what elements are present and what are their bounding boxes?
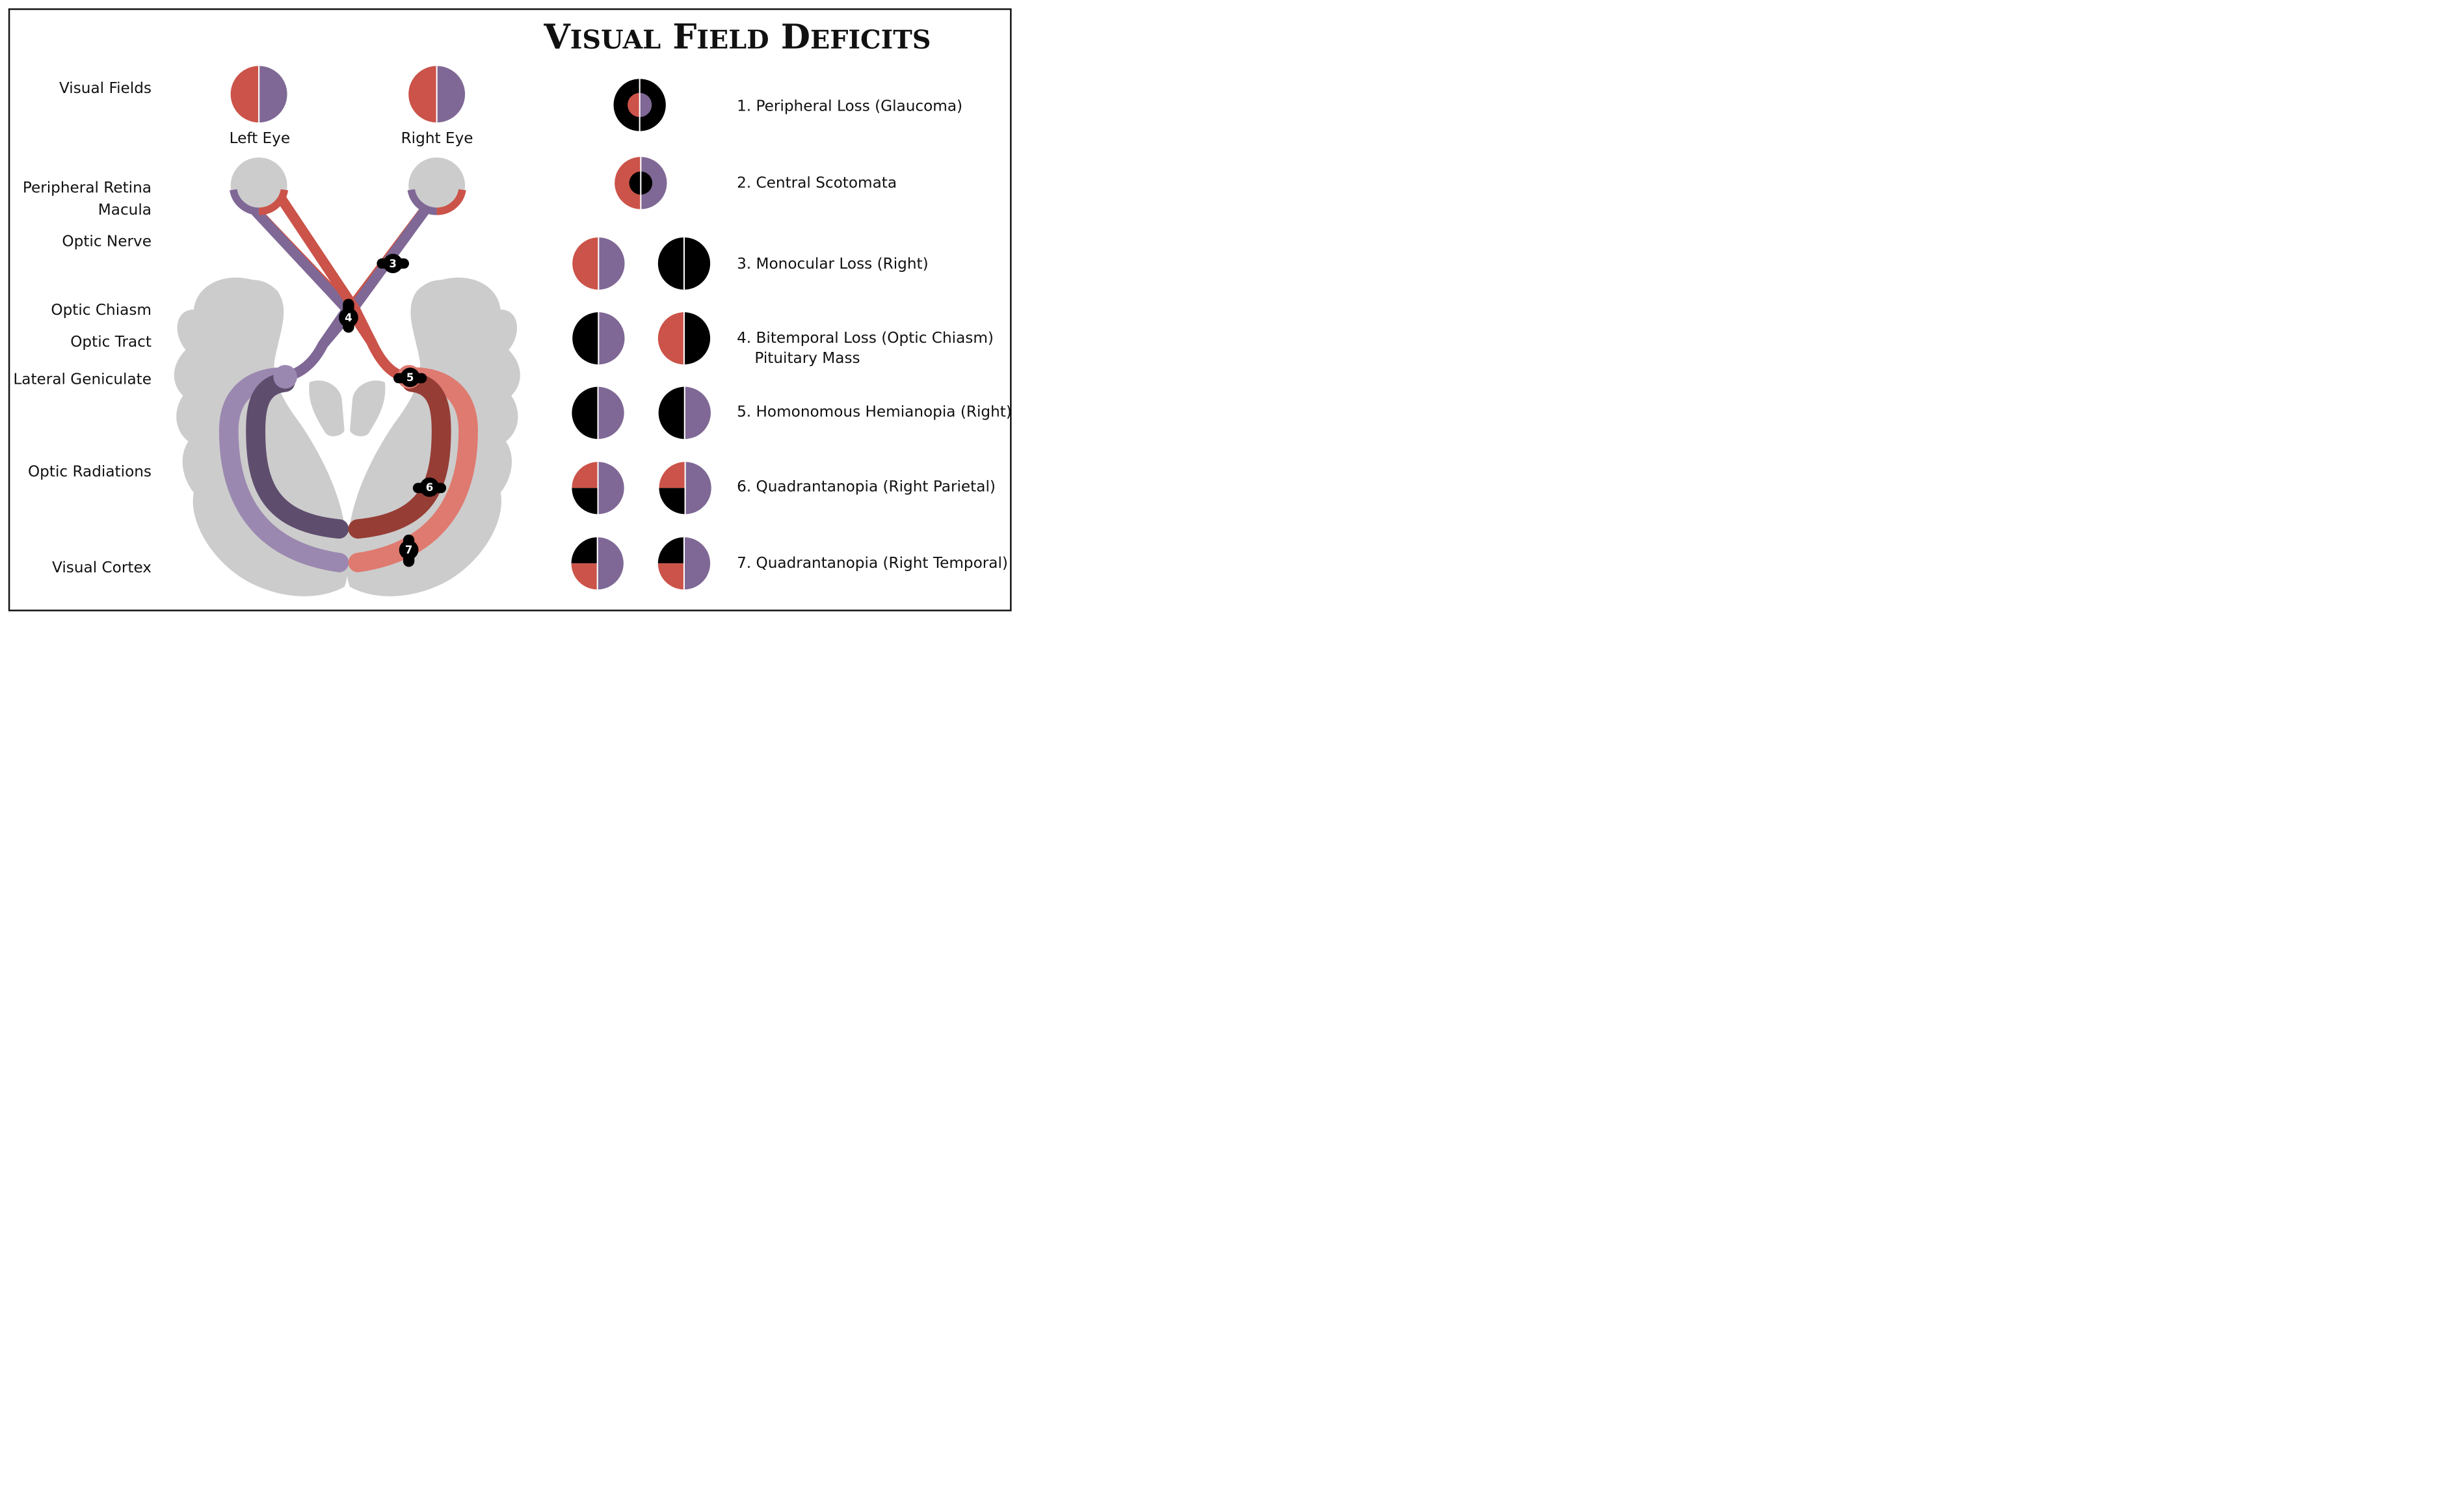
- deficit-5-right-field: [658, 386, 711, 439]
- deficit-4-left-field: [572, 312, 625, 365]
- deficit-6-left-field: [572, 462, 624, 514]
- deficit-7-label: 7. Quadrantanopia (Right Temporal): [737, 554, 1008, 572]
- label-optic-tract: Optic Tract: [70, 333, 152, 351]
- left-lateral-geniculate: [273, 365, 297, 389]
- label-macula: Macula: [98, 201, 152, 219]
- left-radiation-inner: [246, 372, 349, 539]
- label-right-eye: Right Eye: [401, 129, 473, 147]
- deficit-4-label: 4. Bitemporal Loss (Optic Chiasm): [737, 329, 994, 347]
- deficit-4-sublabel: Pituitary Mass: [754, 349, 860, 367]
- right-radiation-outer: [348, 367, 478, 572]
- deficit-5-left-field: [572, 386, 624, 439]
- right-retina: [407, 157, 466, 215]
- deficit-2-field: [615, 157, 667, 209]
- label-optic-radiations: Optic Radiations: [28, 462, 152, 480]
- diagram-stage: 3 4 5 6 7 Visual Fields Peripheral Retin…: [0, 0, 1020, 619]
- lesion-marker-5-label: 5: [406, 371, 414, 384]
- deficit-3-right-field: [657, 237, 711, 290]
- label-optic-chiasm: Optic Chiasm: [51, 301, 152, 319]
- lesion-marker-4: 4: [339, 299, 358, 333]
- lesion-marker-7-label: 7: [405, 544, 413, 556]
- deficit-7-left-field: [571, 537, 624, 590]
- lesion-marker-6: 6: [412, 477, 447, 497]
- deficit-2-label: 2. Central Scotomata: [737, 174, 897, 191]
- lesion-marker-6-label: 6: [426, 481, 434, 494]
- label-visual-cortex: Visual Cortex: [52, 559, 152, 576]
- label-left-eye: Left Eye: [230, 129, 291, 147]
- deficit-list: 1. Peripheral Loss (Glaucoma) 2. Central…: [571, 79, 1012, 590]
- lesion-marker-3-label: 3: [389, 258, 397, 270]
- lesion-marker-3: 3: [377, 254, 410, 274]
- deficit-5-label: 5. Homonomous Hemianopia (Right): [737, 403, 1012, 421]
- right-eye-visual-field: [408, 66, 466, 123]
- lesion-marker-7: 7: [399, 534, 419, 567]
- right-radiation-inner: [348, 372, 451, 539]
- deficit-3-left-field: [572, 237, 625, 290]
- deficit-7-right-field: [657, 537, 711, 590]
- deficit-1-label: 1. Peripheral Loss (Glaucoma): [737, 97, 962, 114]
- left-eye-temporal-thread: [270, 185, 410, 382]
- left-retina: [230, 157, 289, 215]
- right-nasal-to-left-tract: [284, 187, 444, 382]
- deficit-6-right-field: [659, 462, 711, 514]
- left-radiation-outer: [219, 367, 349, 572]
- deficit-3-label: 3. Monocular Loss (Right): [737, 255, 929, 273]
- page-title: VISUAL FIELD DEFICITS: [543, 17, 931, 57]
- label-peripheral-retina: Peripheral Retina: [23, 179, 152, 196]
- deficit-6-label: 6. Quadrantanopia (Right Parietal): [737, 478, 996, 496]
- deficit-1-field: [613, 79, 666, 131]
- label-visual-fields: Visual Fields: [59, 79, 152, 97]
- frame-border: [8, 8, 1012, 611]
- lesion-marker-5: 5: [393, 367, 427, 388]
- lesion-marker-4-label: 4: [345, 312, 352, 324]
- label-optic-nerve: Optic Nerve: [62, 233, 152, 250]
- label-lateral-geniculate: Lateral Geniculate: [13, 371, 152, 388]
- deficit-4-right-field: [657, 312, 711, 365]
- left-eye-visual-field: [230, 66, 287, 123]
- visual-pathway-diagram: 3 4 5 6 7 Visual Fields Peripheral Retin…: [8, 8, 1012, 611]
